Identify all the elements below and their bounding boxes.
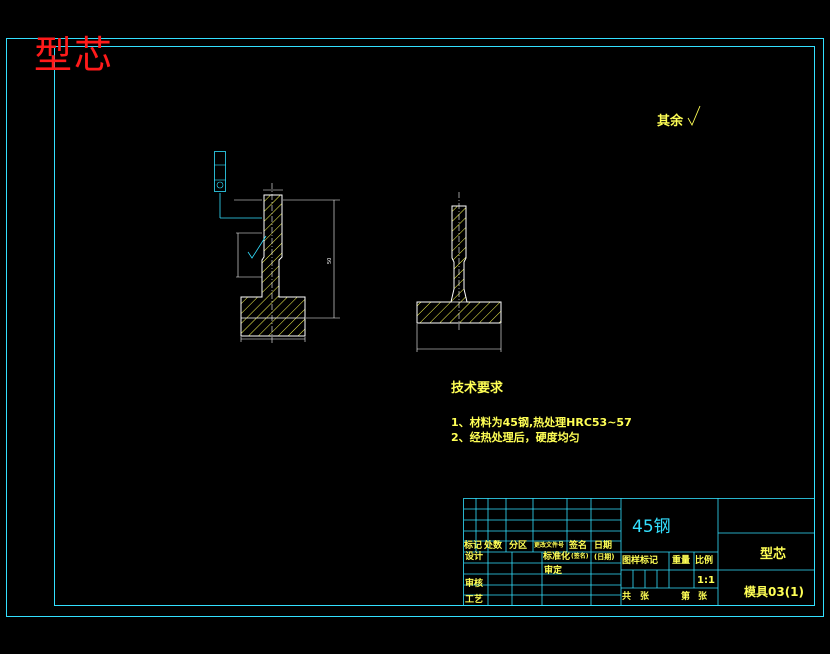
tb-label-approve: 审定 <box>544 566 563 576</box>
tb-label-scale: 比例 <box>695 556 714 566</box>
material-label: 45钢 <box>632 517 671 537</box>
tb-label-change-doc: 更改文件号 <box>534 542 565 549</box>
tb-label-process: 工艺 <box>465 595 484 605</box>
drawing-code-label: 模具03(1) <box>744 585 805 599</box>
tb-label-count: 处数 <box>484 541 503 551</box>
inner-frame <box>54 46 815 606</box>
tb-label-weight: 重量 <box>672 556 691 566</box>
tech-requirement-item: 2、经热处理后，硬度均匀 <box>451 431 580 444</box>
tb-label-sheets-2: 张 <box>698 592 708 602</box>
tb-label-mark: 标记 <box>464 541 483 551</box>
concentricity-icon <box>216 181 224 189</box>
tb-label-sheets: 张 <box>640 592 650 602</box>
tb-label-zone: 分区 <box>509 541 528 551</box>
tb-label-total: 共 <box>622 592 632 602</box>
drawing-title: 型芯 <box>34 33 115 77</box>
tb-label-stage-mark: 图样标记 <box>622 556 659 566</box>
surface-finish-note: 其余 <box>657 114 684 129</box>
part-name-label: 型芯 <box>760 547 787 562</box>
tolerance-frame <box>214 151 226 192</box>
tb-label-sign-small: (签名) <box>571 553 589 560</box>
roughness-symbol <box>247 235 267 259</box>
right-part-outline <box>416 205 502 324</box>
tb-label-signature: 签名 <box>569 541 588 551</box>
tb-label-standardize: 标准化 <box>543 552 571 562</box>
tech-requirement-item: 1、材料为45钢,热处理HRC53~57 <box>451 416 632 429</box>
left-section-view: 50 <box>214 151 340 343</box>
tb-label-date: 日期 <box>594 541 613 551</box>
tech-requirements-heading: 技术要求 <box>451 381 504 396</box>
tb-label-design: 设计 <box>465 552 484 562</box>
tb-label-sheet-no: 第 <box>681 592 691 602</box>
svg-text:50: 50 <box>327 258 333 264</box>
tb-label-check: 审核 <box>465 579 484 589</box>
outer-frame <box>6 38 824 617</box>
right-section-view <box>416 192 502 352</box>
tb-label-date-paren: (日期) <box>594 553 615 561</box>
left-part-outline <box>240 194 306 337</box>
finish-symbol <box>687 105 701 127</box>
scale-value: 1:1 <box>697 575 715 586</box>
title-block-grid <box>463 498 815 606</box>
